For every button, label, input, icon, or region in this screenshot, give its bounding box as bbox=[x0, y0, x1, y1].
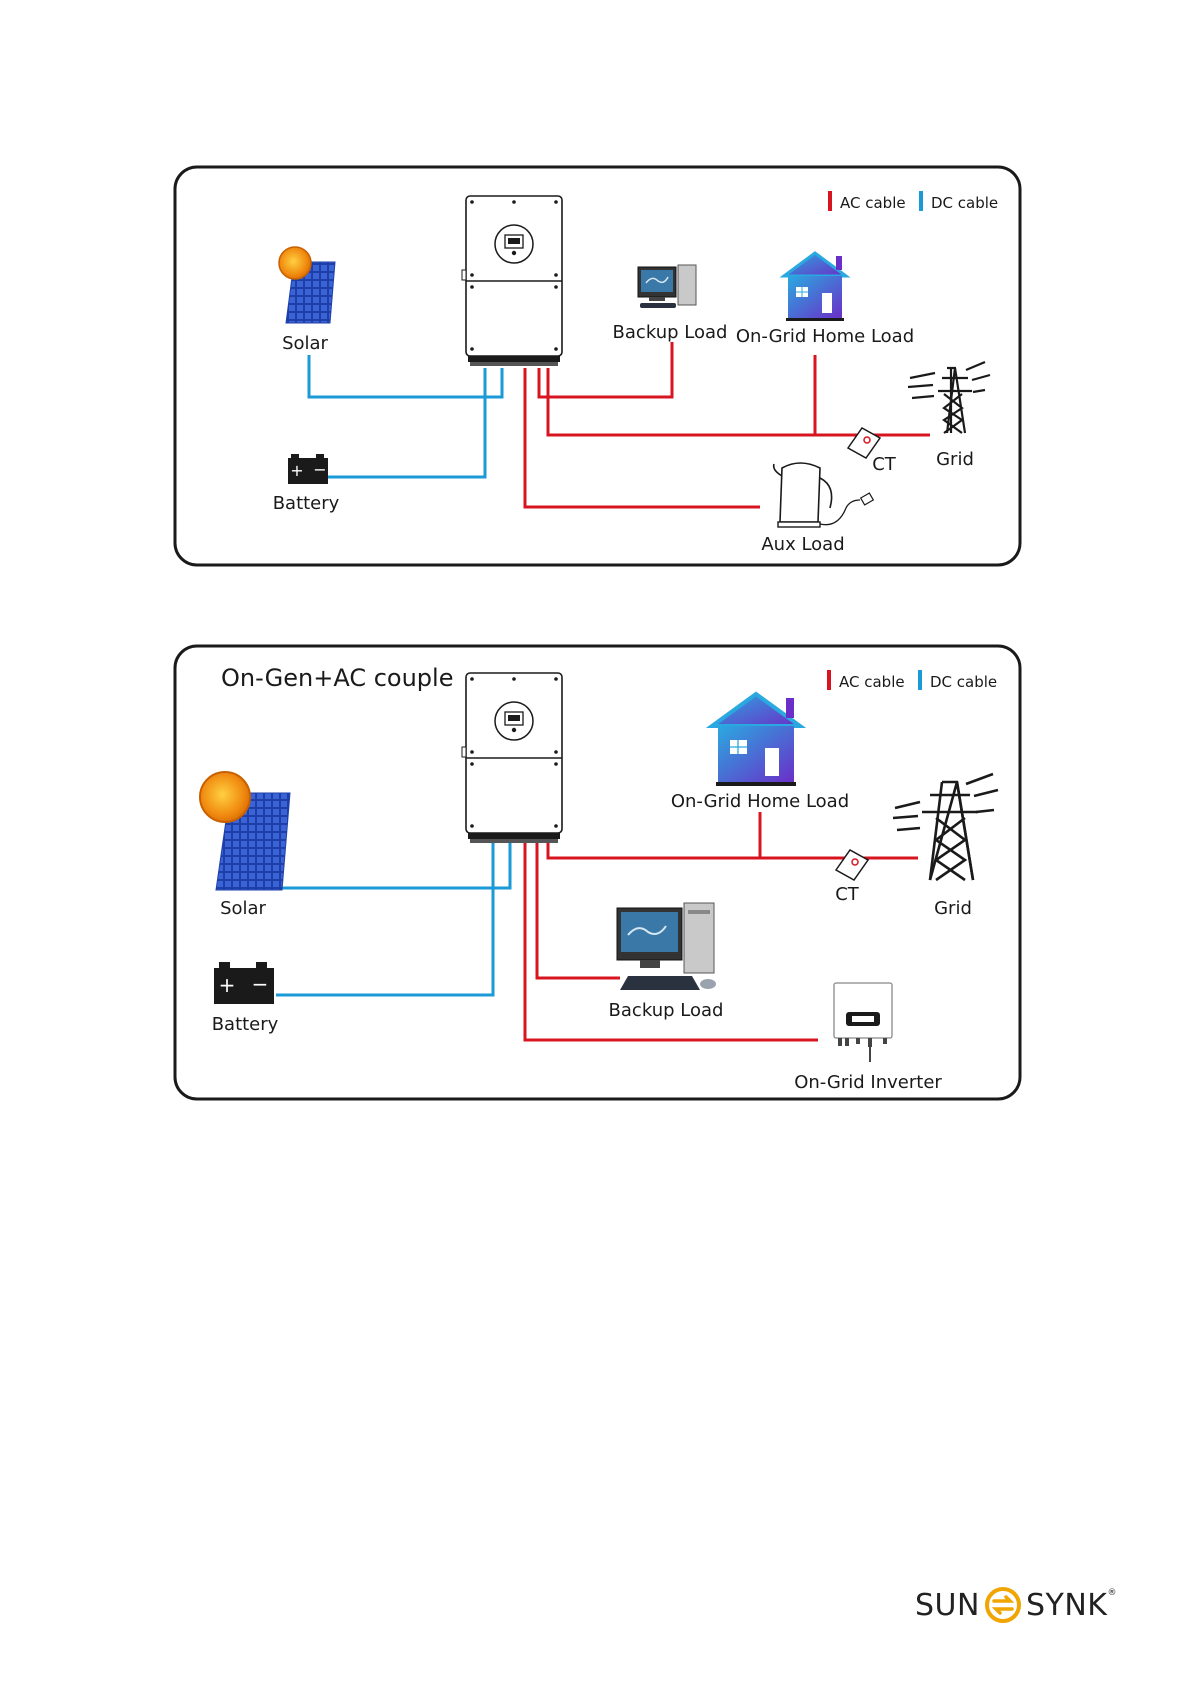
battery-label: Battery bbox=[212, 1014, 279, 1035]
battery-dc-cable bbox=[328, 368, 485, 477]
svg-text:−: − bbox=[313, 460, 326, 479]
ct-label: CT bbox=[872, 454, 897, 475]
panel-2: On-Gen+AC couple AC cable DC cable bbox=[175, 646, 1020, 1099]
ct-label: CT bbox=[835, 884, 860, 905]
ac-legend-label: AC cable bbox=[840, 194, 906, 212]
grid-ac-cable bbox=[548, 843, 918, 858]
grid-ac-cable bbox=[548, 368, 930, 435]
hybrid-inverter-2 bbox=[462, 673, 562, 843]
backup-load-label: Backup Load bbox=[609, 1000, 724, 1021]
panel-2-frame bbox=[175, 646, 1020, 1099]
dc-legend-swatch bbox=[918, 670, 922, 690]
sun-icon bbox=[200, 772, 250, 822]
cables-1 bbox=[309, 342, 930, 507]
battery-icon: + − bbox=[214, 962, 274, 1004]
svg-text:+: + bbox=[290, 461, 303, 480]
dc-legend-label: DC cable bbox=[930, 673, 997, 691]
panel-2-title: On-Gen+AC couple bbox=[221, 664, 453, 692]
kettle-icon bbox=[774, 463, 874, 527]
sunsynk-logo: SUN SYNK ® bbox=[915, 1585, 1117, 1625]
home-load-label: On-Grid Home Load bbox=[736, 326, 914, 347]
registered-mark: ® bbox=[1107, 1588, 1117, 1598]
battery-dc-cable bbox=[276, 843, 493, 995]
backup-load-label: Backup Load bbox=[613, 322, 728, 343]
legend-1: AC cable DC cable bbox=[828, 191, 998, 212]
solar-panel-2 bbox=[200, 772, 290, 890]
ac-legend-label: AC cable bbox=[839, 673, 905, 691]
home-load-label: On-Grid Home Load bbox=[671, 791, 849, 812]
solar-label: Solar bbox=[220, 898, 266, 919]
cables-2 bbox=[276, 812, 918, 1040]
svg-text:−: − bbox=[252, 972, 269, 996]
ct-clamp-icon bbox=[836, 850, 868, 880]
panel-1: AC cable DC cable bbox=[175, 167, 1020, 565]
aux-load-label: Aux Load bbox=[761, 534, 844, 555]
dc-legend-label: DC cable bbox=[931, 194, 998, 212]
legend-2: AC cable DC cable bbox=[827, 670, 997, 691]
computer-icon bbox=[617, 903, 716, 990]
brand-swirl-icon bbox=[984, 1585, 1022, 1625]
hybrid-inverter-1 bbox=[462, 196, 562, 366]
solar-panel-1 bbox=[279, 247, 335, 323]
ac-legend-swatch bbox=[827, 670, 831, 690]
solar-label: Solar bbox=[282, 333, 328, 354]
grid-label: Grid bbox=[936, 449, 974, 470]
pylon-icon bbox=[893, 774, 998, 880]
backup-ac-cable bbox=[537, 843, 620, 978]
brand-right: SYNK bbox=[1026, 1588, 1107, 1623]
dc-legend-swatch bbox=[919, 191, 923, 211]
grid-label: Grid bbox=[934, 898, 972, 919]
house-icon bbox=[712, 694, 800, 786]
solar-dc-cable bbox=[276, 843, 510, 888]
brand-left: SUN bbox=[915, 1588, 980, 1623]
sun-icon bbox=[279, 247, 311, 279]
aux-ac-cable bbox=[525, 368, 760, 507]
house-icon bbox=[784, 253, 846, 321]
pylon-icon bbox=[908, 362, 990, 433]
battery-label: Battery bbox=[273, 493, 340, 514]
battery-icon: + − bbox=[288, 454, 328, 484]
computer-icon bbox=[638, 265, 696, 308]
string-inverter-icon bbox=[834, 983, 892, 1062]
svg-text:+: + bbox=[219, 973, 236, 997]
on-grid-inverter-label: On-Grid Inverter bbox=[794, 1072, 942, 1093]
ac-legend-swatch bbox=[828, 191, 832, 211]
